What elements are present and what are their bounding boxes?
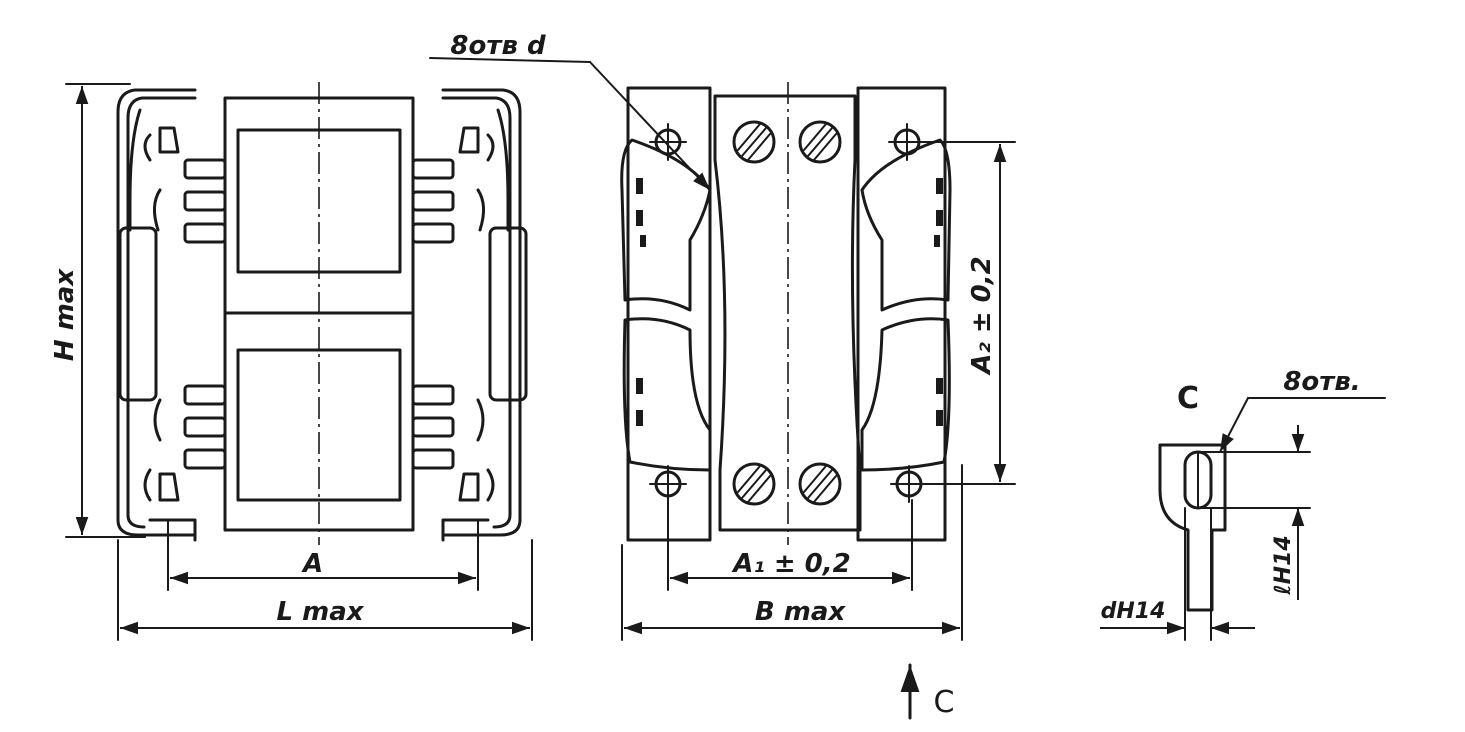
side-view: [620, 82, 952, 545]
d-h14-label: dH14: [1101, 599, 1166, 624]
mounting-hole: [649, 123, 687, 161]
detail-c: C 8отв. ℓH14 dH14: [1100, 367, 1386, 641]
a1-label: A₁ ± 0,2: [731, 549, 850, 579]
b-max-label: B max: [755, 597, 847, 627]
detail-c-title: C: [1177, 381, 1199, 416]
front-view: [116, 82, 528, 545]
side-right-plate: [856, 86, 947, 542]
side-central-web: [713, 94, 862, 532]
a2-label: A₂ ± 0,2: [967, 256, 997, 375]
a-label: A: [301, 549, 323, 579]
l-h14-label: ℓH14: [1271, 535, 1296, 595]
front-left-bracket: [116, 88, 197, 537]
hole-d-label: 8отв d: [450, 31, 546, 61]
detail-c-lug: [1158, 443, 1227, 612]
view-c-label: C: [934, 685, 955, 720]
front-dimensions: H max A L max: [50, 83, 533, 641]
hole-label: 8отв.: [1283, 367, 1360, 397]
front-left-clamp: [118, 226, 158, 402]
side-dimensions: 8отв d A₂ ± 0,2 A₁ ± 0,2 B max C: [429, 31, 1016, 720]
front-lower-window: [236, 348, 402, 502]
l-max-label: L max: [276, 597, 364, 627]
front-right-bracket: [441, 88, 522, 537]
front-right-clamp: [488, 226, 528, 402]
side-left-plate: [626, 86, 712, 542]
mounting-hole: [649, 465, 687, 503]
h-max-label: H max: [50, 268, 80, 361]
